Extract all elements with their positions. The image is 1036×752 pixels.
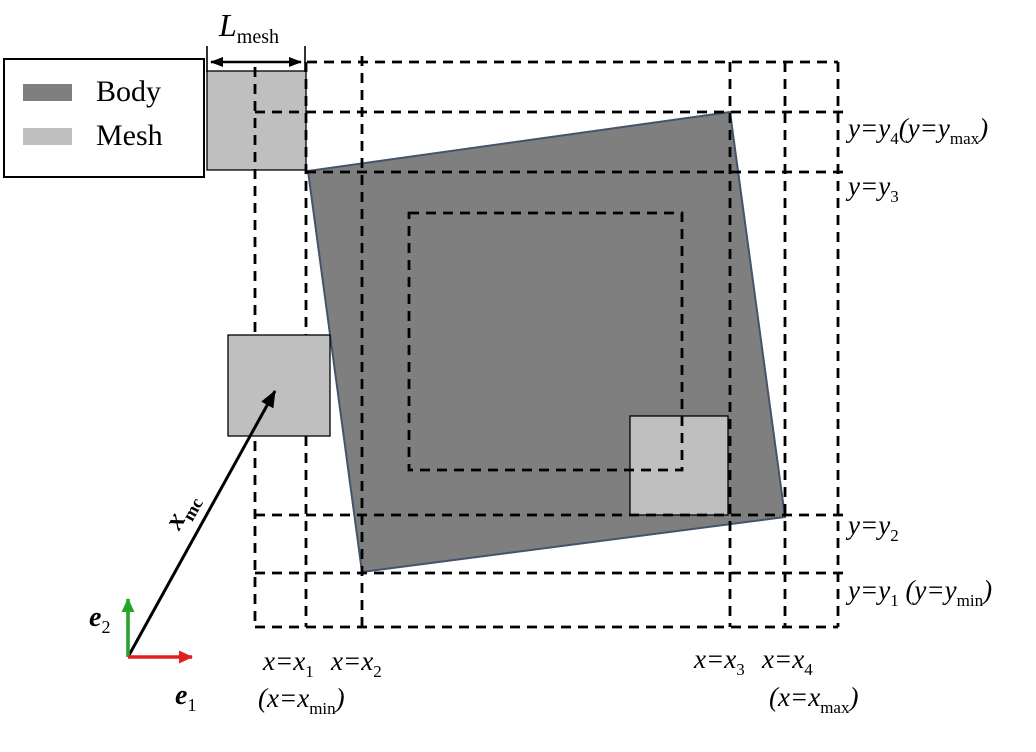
inner-dashed-square	[407, 211, 684, 472]
label-y1: y=y1 (y=ymin)	[848, 575, 993, 610]
label-e2: e2	[89, 602, 111, 637]
label-lmesh: Lmesh	[219, 7, 280, 48]
body-swatch	[23, 83, 72, 101]
label-x2: x=x2	[331, 646, 382, 681]
label-xmax: (x=xmax)	[769, 682, 859, 717]
legend-row-mesh: Mesh	[23, 114, 203, 158]
legend-row-body: Body	[23, 70, 203, 114]
body-swatch-rect	[23, 83, 72, 101]
grid-lines	[253, 56, 846, 632]
label-x4: x=x4	[762, 644, 813, 679]
mesh-swatch-rect	[23, 127, 72, 145]
legend-mesh-label: Mesh	[96, 119, 163, 152]
legend-body-label: Body	[96, 75, 162, 108]
label-xmin: (x=xmin)	[258, 683, 345, 718]
label-x1: x=x1	[263, 646, 314, 681]
label-y2: y=y2	[848, 510, 899, 545]
label-y4: y=y4(y=ymax)	[848, 113, 989, 148]
lmesh-dimension	[206, 46, 306, 72]
xmc-vector-arrow	[126, 390, 277, 658]
label-x3: x=x3	[694, 644, 745, 679]
legend-box: Body Mesh	[3, 58, 205, 178]
mesh-cell-bottom-right	[629, 415, 729, 516]
label-y3: y=y3	[848, 171, 899, 206]
mesh-swatch	[23, 127, 72, 145]
mesh-cell-middle-left	[227, 334, 331, 437]
mesh-cell-top-left	[206, 70, 307, 171]
label-e1: e1	[175, 680, 197, 715]
